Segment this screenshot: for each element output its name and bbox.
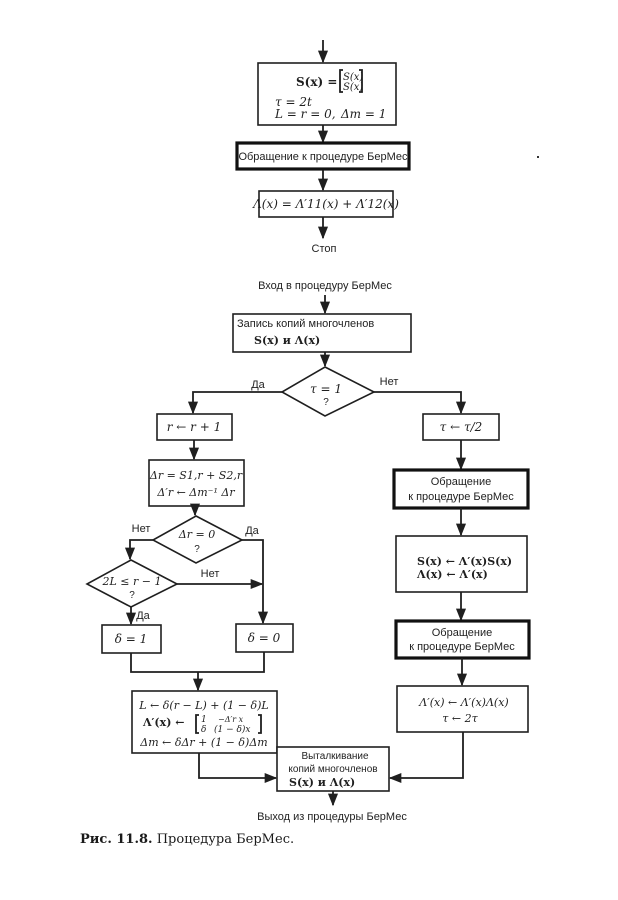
decision-2L-line2: ? xyxy=(129,590,135,601)
delta1-box: δ = 1 xyxy=(101,624,162,654)
increment-box: r ← r + 1 xyxy=(156,413,233,441)
call-box-top-label: Обращение к процедуре БерМес xyxy=(238,151,408,163)
init-matrix-row2: S(x) xyxy=(343,82,363,93)
delta-box: Δr = S1,r + S2,r Δ′r ← Δm⁻¹ Δr xyxy=(148,459,245,507)
decision-delta: Δr = 0 ? xyxy=(151,515,244,564)
left-matrix-r2c2: (1 − δ)x xyxy=(214,724,251,735)
arrow-delta-no xyxy=(124,539,153,561)
figure-caption: Рис. 11.8. Процедура БерМес. xyxy=(80,832,294,847)
arrow-tau-yes xyxy=(187,391,282,415)
left-matrix-r1c2: −Δ′r x xyxy=(218,715,244,724)
decision-tau: τ = 1 ? xyxy=(280,366,376,417)
decision-delta-line2: ? xyxy=(194,544,200,555)
left-update-line3: Δm ← δΔr + (1 − δ)Δm xyxy=(139,736,267,749)
right-call-2-line2: к процедуре БерМес xyxy=(409,641,515,653)
left-update-line1: L ← δ(r − L) + (1 − δ)L xyxy=(138,699,268,712)
halve-box-label: τ ← τ/2 xyxy=(440,420,483,434)
init-L-r: L = r = 0, xyxy=(274,107,336,121)
decision-tau-no: Нет xyxy=(380,376,399,388)
decision-2L-yes: Да xyxy=(136,610,150,622)
init-box: S(x) = S(x) S(x) τ = 2t L = r = 0, Δm = … xyxy=(257,62,397,126)
pop-box-line3: S(x) и Λ(x) xyxy=(289,776,355,789)
arrow-left-to-pop xyxy=(198,753,278,784)
delta0-box: δ = 0 xyxy=(235,623,294,653)
left-update-line2-lhs: Λ′(x) ← xyxy=(142,716,184,729)
delta-box-line1: Δr = S1,r + S2,r xyxy=(149,469,243,482)
lambda-box-label: Λ(x) = Λ′11(x) + Λ′12(x) xyxy=(252,197,399,211)
decision-2L-no: Нет xyxy=(201,568,220,580)
stop-label: Стоп xyxy=(312,243,337,255)
pop-box: Выталкивание копий многочленов S(x) и Λ(… xyxy=(276,746,390,792)
pop-box-line1: Выталкивание xyxy=(301,751,369,762)
left-matrix-r1c1: 1 xyxy=(201,715,207,725)
product-box: Λ′(x) ← Λ′(x)Λ(x) τ ← 2τ xyxy=(396,685,529,733)
decision-delta-yes: Да xyxy=(245,525,259,537)
decision-2L: 2L ≤ r − 1 ? xyxy=(85,559,179,608)
increment-box-label: r ← r + 1 xyxy=(167,420,221,434)
arrow-tau-no xyxy=(374,391,467,415)
product-line2: τ ← 2τ xyxy=(442,712,478,725)
product-line1: Λ′(x) ← Λ′(x)Λ(x) xyxy=(418,696,508,709)
scan-speck xyxy=(537,156,539,158)
halve-box: τ ← τ/2 xyxy=(422,413,500,441)
decision-delta-no: Нет xyxy=(132,523,151,535)
merge-delta-lines xyxy=(130,652,265,673)
call-box-top: Обращение к процедуре БерМес xyxy=(235,141,411,171)
delta0-box-label: δ = 0 xyxy=(248,631,281,645)
pop-box-line2: копий многочленов xyxy=(288,764,377,775)
right-update-line2: Λ(x) ← Λ′(x) xyxy=(416,568,488,581)
decision-tau-yes: Да xyxy=(251,379,265,391)
left-update-box: L ← δ(r − L) + (1 − δ)L Λ′(x) ← 1 −Δ′r x… xyxy=(131,690,278,754)
arrow-delta-yes xyxy=(242,539,269,625)
push-box: Запись копий многочленов S(x) и Λ(x) xyxy=(232,313,412,353)
decision-delta-line1: Δr = 0 xyxy=(178,528,215,541)
right-call-2-line1: Обращение xyxy=(432,627,492,639)
init-lhs: S(x) = xyxy=(296,75,337,89)
caption-prefix: Рис. 11.8. xyxy=(80,832,153,847)
delta1-box-label: δ = 1 xyxy=(115,632,148,646)
arrow-right-to-pop xyxy=(388,732,464,784)
right-update-line1: S(x) ← Λ′(x)S(x) xyxy=(417,555,512,568)
left-matrix-r2c1: δ xyxy=(201,725,206,735)
decision-2L-line1: 2L ≤ r − 1 xyxy=(102,575,162,588)
right-call-box-1: Обращение к процедуре БерМес xyxy=(392,468,530,510)
push-box-line2: S(x) и Λ(x) xyxy=(254,334,320,347)
right-update-box: S(x) ← Λ′(x)S(x) Λ(x) ← Λ′(x) xyxy=(395,535,528,593)
caption-text: Процедура БерМес. xyxy=(156,832,295,847)
decision-tau-line1: τ = 1 xyxy=(310,382,342,396)
right-call-1-line2: к процедуре БерМес xyxy=(408,491,514,503)
delta-box-line2: Δ′r ← Δm⁻¹ Δr xyxy=(156,486,235,499)
init-tau: τ = 2t xyxy=(275,95,312,109)
right-call-1-line1: Обращение xyxy=(431,476,491,488)
entry-label: Вход в процедуру БерМес xyxy=(258,280,392,292)
push-box-line1: Запись копий многочленов xyxy=(237,318,374,330)
right-call-box-2: Обращение к процедуре БерМес xyxy=(394,619,531,660)
init-matrix-row1: S(x) xyxy=(343,72,363,83)
exit-label: Выход из процедуры БерМес xyxy=(257,811,407,823)
init-delta-m: Δm = 1 xyxy=(340,107,386,121)
decision-tau-line2: ? xyxy=(323,397,329,408)
lambda-box: Λ(x) = Λ′11(x) + Λ′12(x) xyxy=(252,190,399,218)
